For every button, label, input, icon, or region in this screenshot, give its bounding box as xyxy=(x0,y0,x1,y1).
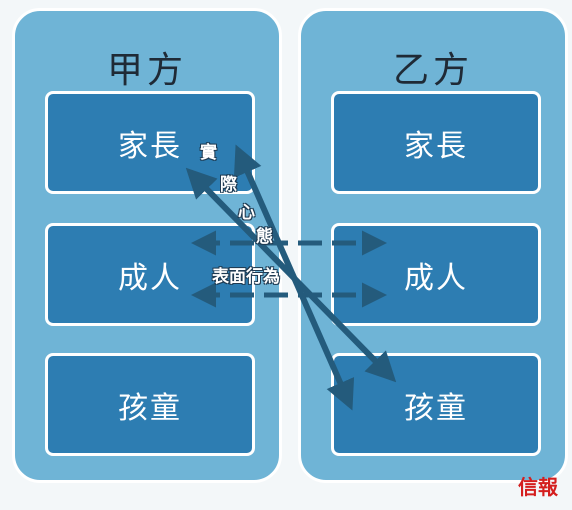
party-b-child-label: 孩童 xyxy=(404,390,468,426)
party-a-adult-label: 成人 xyxy=(118,260,182,296)
party-b-parent-label: 家長 xyxy=(404,128,468,164)
party-a-title: 甲方 xyxy=(106,50,187,91)
newspaper-logo: 信報 xyxy=(518,475,558,499)
actual-label-char-1: 實 xyxy=(200,143,217,163)
actual-label-char-4: 態 xyxy=(256,227,273,247)
party-a-child-label: 孩童 xyxy=(118,390,182,426)
actual-label-char-3: 心 xyxy=(238,203,255,223)
party-b-adult-label: 成人 xyxy=(404,260,468,296)
party-b-title: 乙方 xyxy=(392,50,473,91)
party-a-parent-label: 家長 xyxy=(118,128,182,164)
actual-arrow-parent-b-to-child-a xyxy=(233,144,355,411)
actual-label-char-2: 際 xyxy=(220,175,237,195)
surface-behaviour-label: 表面行為 xyxy=(212,267,280,287)
